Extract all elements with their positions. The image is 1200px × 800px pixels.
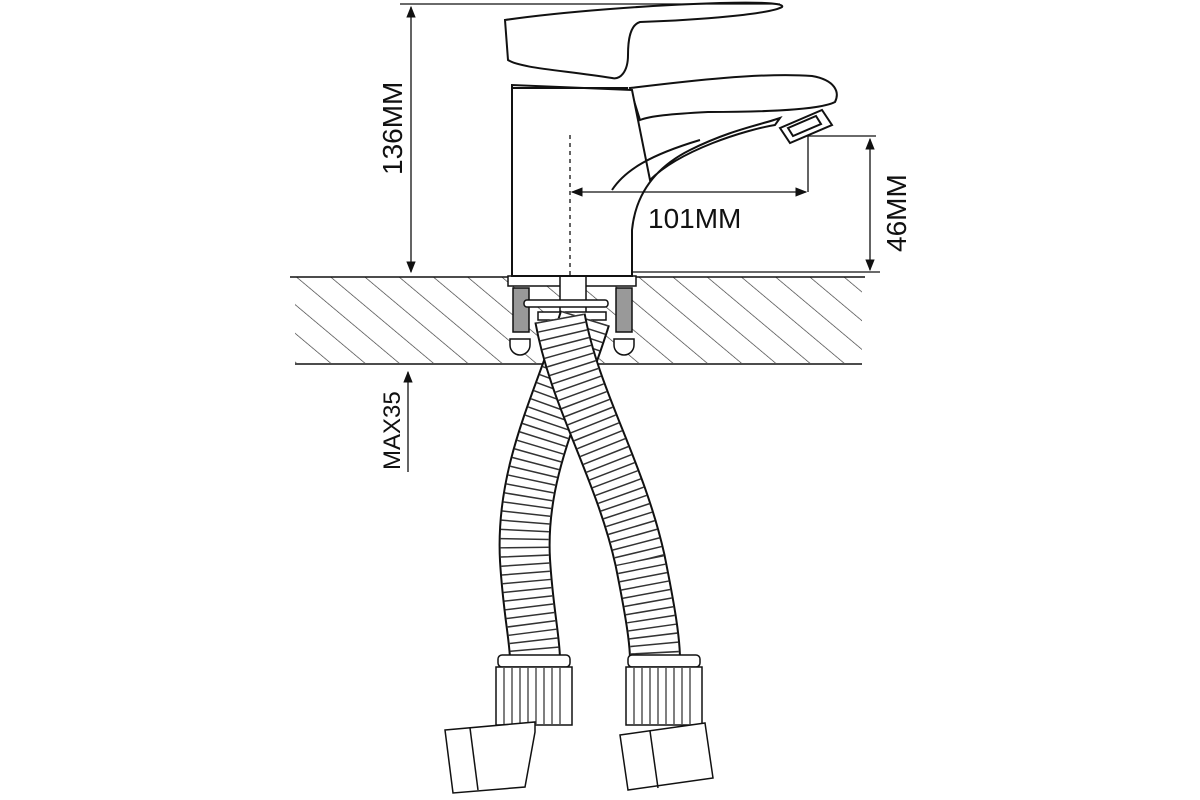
faucet — [503, 1, 838, 277]
max-counter-thickness-label: MAX35 — [379, 391, 406, 470]
supply-hoses — [498, 310, 681, 661]
dimension-lines — [400, 3, 880, 472]
reach-dimension-label: 101MM — [648, 203, 741, 234]
spout-height-dimension-label: 46MM — [881, 174, 912, 252]
height-dimension-label: 136MM — [377, 82, 408, 175]
hose-fittings — [444, 654, 714, 794]
